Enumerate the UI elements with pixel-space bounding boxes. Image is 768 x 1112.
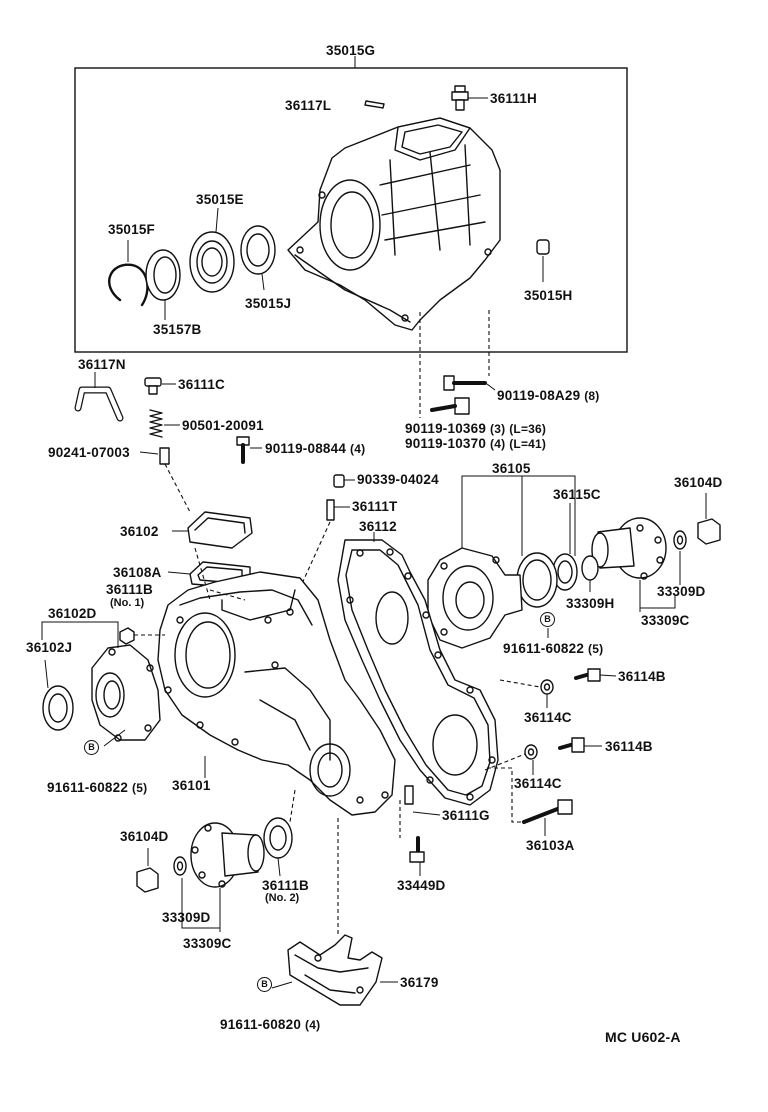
label-36111B-no1: 36111B <box>106 582 153 597</box>
label-90241-07003: 90241-07003 <box>48 445 130 460</box>
label-33309C-top: 33309C <box>641 613 690 628</box>
label-33309C-bottom: 33309C <box>183 936 232 951</box>
label-36103A: 36103A <box>526 838 575 853</box>
label-90501-20091: 90501-20091 <box>182 418 264 433</box>
protector-icon <box>287 818 398 1006</box>
label-36114B-bottom: 36114B <box>605 739 653 754</box>
label-35015J: 35015J <box>245 296 292 311</box>
bolt-icon <box>419 312 470 418</box>
plug-icon <box>119 627 165 645</box>
bolt-icon <box>236 436 262 464</box>
label-90119-10369: 90119-10369 (3) (L=36) <box>405 421 547 436</box>
label-36117L: 36117L <box>285 98 332 113</box>
label-35015E: 35015E <box>196 192 244 207</box>
label-36179: 36179 <box>400 975 439 990</box>
dowel-pin-icon <box>404 785 441 816</box>
plug-icon <box>333 474 355 488</box>
label-36117N: 36117N <box>78 357 126 372</box>
cover-icon <box>172 511 253 549</box>
label-36111G: 36111G <box>442 808 490 823</box>
label-36114B-top: 36114B <box>618 669 666 684</box>
label-35015F: 35015F <box>108 222 155 237</box>
label-91611-60822-right: 91611-60822 (5) <box>503 641 604 656</box>
label-36115C: 36115C <box>553 487 601 502</box>
washer-icon <box>173 856 187 908</box>
label-90119-08A29: 90119-08A29 (8) <box>497 388 600 403</box>
oil-seal-icon <box>240 225 276 291</box>
oil-seal-icon <box>263 789 296 877</box>
assembly-box-35015G <box>74 56 628 353</box>
nut-icon <box>697 493 721 545</box>
bolt-icon <box>558 737 602 753</box>
label-90119-08844: 90119-08844 (4) <box>265 441 366 456</box>
case-icon <box>337 532 499 806</box>
plug-icon <box>144 377 176 395</box>
label-36105: 36105 <box>492 461 531 476</box>
label-36114C-top: 36114C <box>524 710 572 725</box>
plug-icon <box>536 239 550 282</box>
label-36102D: 36102D <box>48 606 97 621</box>
label-91611-60822-left: 91611-60822 (5) <box>47 780 148 795</box>
bolt-icon <box>487 767 573 836</box>
nut-icon <box>136 848 159 893</box>
flange-icon <box>591 517 676 612</box>
label-33449D: 33449D <box>397 878 446 893</box>
label-36111B-no2: 36111B <box>262 878 309 893</box>
bolt-icon <box>443 310 496 391</box>
figure-code: MC U602-A <box>605 1029 681 1045</box>
label-36104D-bottom: 36104D <box>120 829 169 844</box>
label-33309H: 33309H <box>566 596 615 611</box>
washer-icon <box>673 530 687 585</box>
bearing-icon <box>189 207 235 293</box>
bolt-icon <box>399 800 425 876</box>
bolt-type-b-badge: B <box>84 740 99 755</box>
oil-seal-icon <box>581 555 599 592</box>
label-91611-60820: 91611-60820 (4) <box>220 1017 321 1032</box>
bolt-icon <box>574 668 617 682</box>
oil-slinger-icon <box>145 249 181 320</box>
label-33309D-bottom: 33309D <box>162 910 211 925</box>
oil-seal-icon <box>42 659 74 731</box>
pin-icon <box>364 100 385 109</box>
label-36111H: 36111H <box>490 91 537 106</box>
snap-ring-icon <box>108 240 149 307</box>
label-36101: 36101 <box>172 778 211 793</box>
label-36111B-no1-sub: (No. 1) <box>110 597 145 609</box>
label-36112: 36112 <box>359 519 397 534</box>
flange-icon <box>181 822 265 932</box>
label-90339-04024: 90339-04024 <box>357 472 439 487</box>
spring-icon <box>149 409 180 438</box>
label-36114C-bottom: 36114C <box>514 776 562 791</box>
label-33309D-top: 33309D <box>657 584 706 599</box>
label-36111B-no2-sub: (No. 2) <box>265 892 300 904</box>
pin-icon <box>139 447 191 513</box>
label-36111T: 36111T <box>352 499 398 514</box>
breather-plug-icon <box>451 85 488 111</box>
label-36102J: 36102J <box>26 640 73 655</box>
label-36102: 36102 <box>120 524 159 539</box>
washer-icon <box>484 744 538 775</box>
washer-icon <box>499 679 554 708</box>
group-36105 <box>461 475 576 608</box>
bolt-type-b-badge: B <box>257 977 272 992</box>
label-90119-10370: 90119-10370 (4) (L=41) <box>405 436 547 451</box>
label-35015G: 35015G <box>326 43 376 58</box>
label-35015H: 35015H <box>524 288 573 303</box>
label-36111C: 36111C <box>178 377 225 392</box>
label-35157B: 35157B <box>153 322 202 337</box>
bearing-retainer-icon <box>427 547 523 649</box>
extension-housing-icon <box>287 117 501 331</box>
bolt-type-b-badge: B <box>540 612 555 627</box>
label-36108A: 36108A <box>113 565 162 580</box>
label-36104D-top: 36104D <box>674 475 723 490</box>
hose-icon <box>74 372 124 422</box>
case-icon <box>157 571 396 816</box>
